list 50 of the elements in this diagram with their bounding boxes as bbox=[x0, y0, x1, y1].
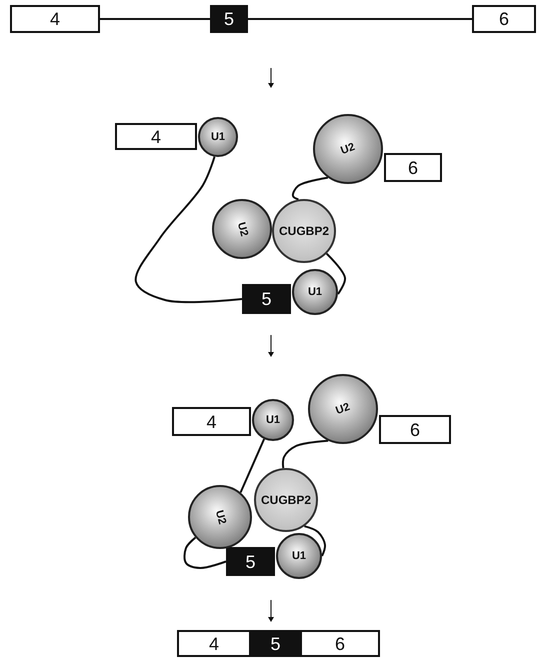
node-label: 5 bbox=[270, 634, 280, 652]
node-label: 4 bbox=[150, 128, 161, 146]
intron-line bbox=[240, 438, 266, 493]
exon-box bbox=[10, 5, 100, 33]
node-label: 4 bbox=[208, 634, 219, 652]
node-label: U2 bbox=[334, 401, 352, 417]
intron-line bbox=[134, 156, 242, 304]
intron-line bbox=[292, 176, 328, 200]
node-label: 4 bbox=[206, 412, 216, 430]
node-label: 5 bbox=[261, 290, 272, 308]
node-label: 4 bbox=[50, 10, 60, 28]
snrnp-particle bbox=[292, 269, 338, 315]
exon-box bbox=[115, 123, 197, 150]
node-label: CUGBP2 bbox=[260, 494, 311, 506]
node-label: U1 bbox=[308, 286, 322, 298]
node-label: 6 bbox=[498, 10, 509, 28]
exon-box bbox=[177, 630, 251, 657]
intron-line bbox=[100, 18, 210, 20]
node-label: 5 bbox=[245, 552, 256, 570]
exon-box bbox=[226, 547, 275, 576]
node-label: U2 bbox=[234, 220, 250, 238]
node-label: U2 bbox=[340, 141, 356, 157]
intron-line bbox=[184, 536, 226, 569]
snrnp-particle bbox=[276, 533, 322, 579]
snrnp-particle bbox=[313, 114, 383, 184]
exon-box bbox=[250, 630, 301, 657]
intron-line bbox=[282, 440, 328, 468]
snrnp-particle bbox=[198, 117, 238, 157]
node-label: CUGBP2 bbox=[278, 225, 329, 237]
node-label: 6 bbox=[334, 634, 345, 652]
intron-line bbox=[304, 525, 326, 556]
exon-box bbox=[242, 284, 291, 314]
protein-circle bbox=[254, 468, 318, 532]
node-label: U1 bbox=[266, 414, 280, 426]
node-label: U1 bbox=[292, 550, 306, 562]
intron-line bbox=[326, 252, 346, 295]
node-label: U1 bbox=[210, 132, 226, 142]
snrnp-particle bbox=[188, 485, 252, 549]
exon-box bbox=[384, 153, 442, 182]
snrnp-particle bbox=[252, 399, 294, 441]
exon-box bbox=[300, 630, 380, 657]
node-label: 6 bbox=[410, 420, 420, 438]
node-label: 5 bbox=[224, 10, 234, 28]
exon-box bbox=[172, 407, 251, 436]
node-label: 6 bbox=[408, 158, 418, 176]
exon-box bbox=[379, 415, 451, 444]
exon-box bbox=[472, 5, 536, 33]
node-label: U2 bbox=[212, 508, 228, 526]
exon-box bbox=[210, 5, 248, 33]
intron-line bbox=[248, 18, 472, 20]
